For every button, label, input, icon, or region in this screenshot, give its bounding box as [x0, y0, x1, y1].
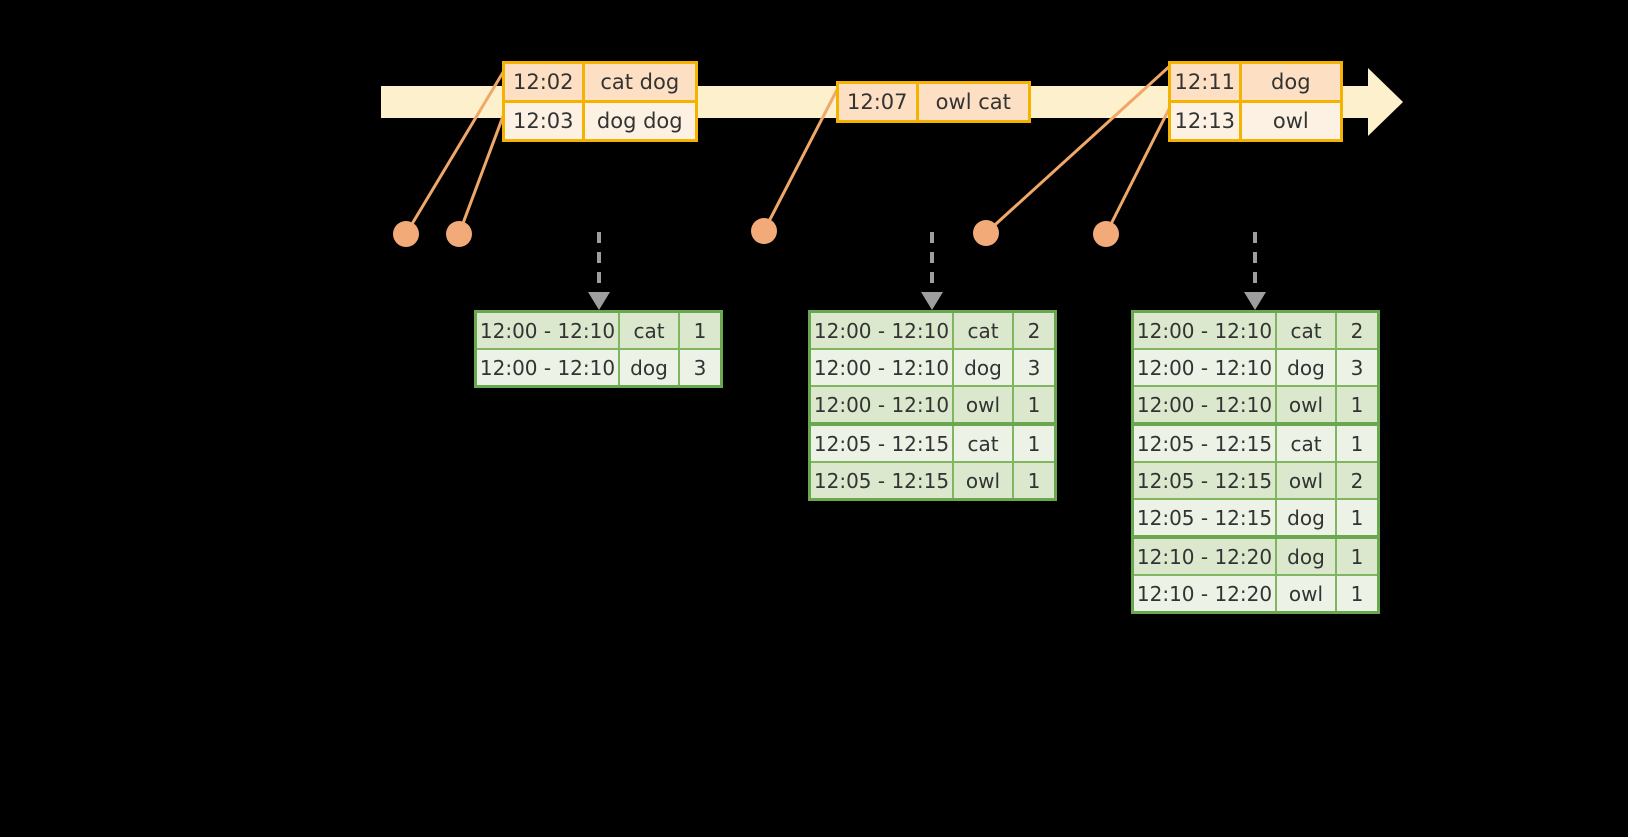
count-cell: 1	[1337, 500, 1377, 535]
window-cell: 12:10 - 12:20	[1134, 539, 1277, 574]
connector-line-1202	[404, 63, 510, 235]
event-timestamp: 12:13	[1171, 103, 1242, 139]
window-cell: 12:05 - 12:15	[811, 426, 954, 461]
window-cell: 12:00 - 12:10	[1134, 313, 1277, 348]
window-cell: 12:00 - 12:10	[477, 350, 620, 385]
event-timestamp: 12:07	[839, 84, 919, 120]
count-cell: 1	[680, 313, 720, 348]
window-cell: 12:05 - 12:15	[1134, 500, 1277, 535]
word-cell: owl	[954, 387, 1014, 422]
count-cell: 1	[1014, 463, 1054, 498]
count-cell: 2	[1014, 313, 1054, 348]
word-cell: owl	[1277, 387, 1337, 422]
word-cell: cat	[620, 313, 680, 348]
count-cell: 1	[1337, 426, 1377, 461]
count-cell: 1	[1014, 387, 1054, 422]
count-cell: 3	[680, 350, 720, 385]
event-words: cat dog	[584, 64, 695, 100]
count-cell: 1	[1337, 576, 1377, 611]
window-cell: 12:10 - 12:20	[1134, 576, 1277, 611]
connector-dot-1202	[393, 221, 419, 247]
window-cell: 12:05 - 12:15	[1134, 463, 1277, 498]
event-words: dog dog	[584, 103, 695, 139]
window-cell: 12:00 - 12:10	[477, 313, 620, 348]
word-cell: cat	[1277, 426, 1337, 461]
word-cell: dog	[620, 350, 680, 385]
down-arrow-table-2-head-icon	[921, 292, 943, 310]
connector-line-1213	[1104, 102, 1174, 235]
count-cell: 1	[1337, 539, 1377, 574]
count-cell: 1	[1014, 426, 1054, 461]
word-cell: dog	[954, 350, 1014, 385]
count-cell: 1	[1337, 387, 1377, 422]
event-words: owl cat	[918, 84, 1028, 120]
event-timestamp: 12:11	[1171, 64, 1242, 100]
event-words: dog	[1241, 64, 1340, 100]
timeline-arrowhead-icon	[1368, 68, 1403, 136]
event-timestamp: 12:03	[505, 103, 585, 139]
count-cell: 3	[1337, 350, 1377, 385]
connector-dot-1207	[751, 218, 777, 244]
window-cell: 12:00 - 12:10	[811, 313, 954, 348]
window-cell: 12:05 - 12:15	[811, 463, 954, 498]
down-arrow-table-3-head-icon	[1244, 292, 1266, 310]
count-cell: 2	[1337, 313, 1377, 348]
down-arrow-table-1-head-icon	[588, 292, 610, 310]
word-cell: owl	[1277, 576, 1337, 611]
window-cell: 12:00 - 12:10	[811, 350, 954, 385]
count-cell: 3	[1014, 350, 1054, 385]
connector-dot-1203	[446, 221, 472, 247]
connector-line-1203	[457, 102, 510, 235]
connector-dot-1213	[1093, 221, 1119, 247]
count-cell: 2	[1337, 463, 1377, 498]
word-cell: owl	[1277, 463, 1337, 498]
word-cell: owl	[954, 463, 1014, 498]
window-cell: 12:00 - 12:10	[1134, 387, 1277, 422]
word-cell: dog	[1277, 539, 1337, 574]
window-cell: 12:00 - 12:10	[811, 387, 954, 422]
word-cell: cat	[954, 313, 1014, 348]
window-cell: 12:00 - 12:10	[1134, 350, 1277, 385]
word-cell: dog	[1277, 500, 1337, 535]
event-timestamp: 12:02	[505, 64, 585, 100]
connector-dot-1211	[973, 220, 999, 246]
word-cell: dog	[1277, 350, 1337, 385]
event-words: owl	[1241, 103, 1340, 139]
window-cell: 12:05 - 12:15	[1134, 426, 1277, 461]
word-cell: cat	[954, 426, 1014, 461]
word-cell: cat	[1277, 313, 1337, 348]
connector-line-1207	[762, 83, 842, 232]
